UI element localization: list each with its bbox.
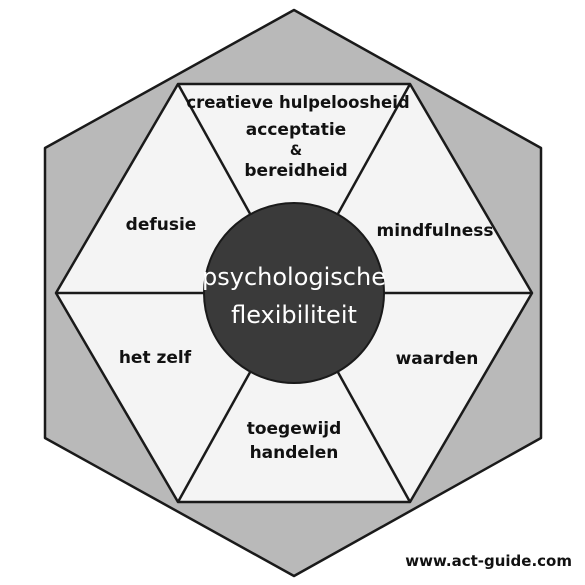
segment-bottom-line1: toegewijd [247, 419, 342, 439]
segment-top-line4: bereidheid [244, 161, 347, 181]
segment-het-zelf: het zelf [119, 348, 192, 368]
segment-defusie: defusie [126, 215, 197, 235]
segment-waarden: waarden [396, 349, 479, 369]
center-label-line2: flexibiliteit [231, 301, 357, 329]
segment-top-line3: & [290, 143, 302, 159]
segment-mindfulness: mindfulness [376, 221, 493, 241]
center-circle [203, 202, 385, 384]
footer-url: www.act-guide.com [405, 552, 572, 570]
segment-bottom-line2: handelen [250, 443, 339, 463]
segment-top-line1: creatieve hulpeloosheid [186, 93, 409, 112]
center-label-line1: psychologische [202, 263, 386, 291]
segment-top-line2: acceptatie [246, 120, 346, 140]
